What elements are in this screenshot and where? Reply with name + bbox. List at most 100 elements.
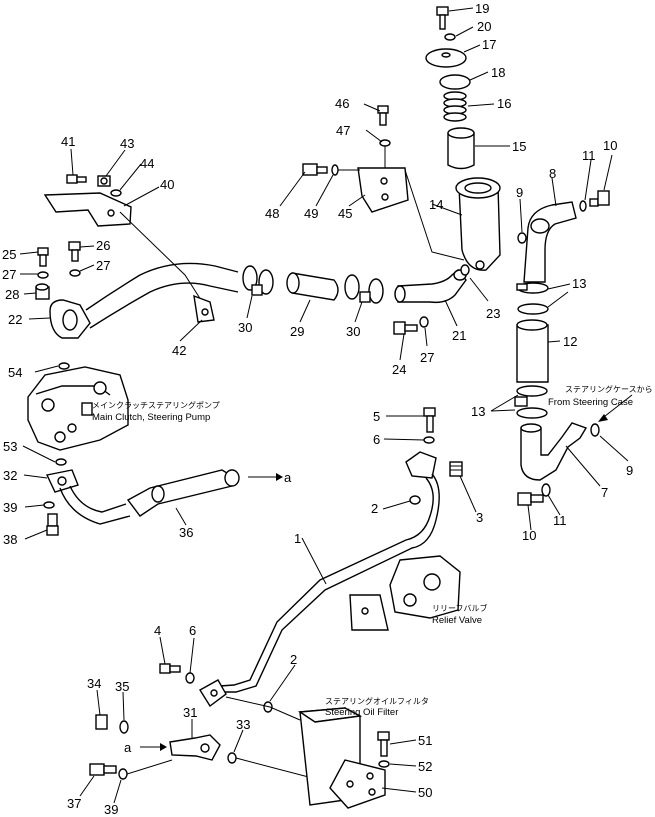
bolt-24 bbox=[393, 321, 418, 335]
hose-clamp-13-bottom bbox=[514, 385, 548, 419]
callout-31: 31 bbox=[183, 705, 197, 720]
callout-18: 18 bbox=[491, 65, 505, 80]
washer-44 bbox=[110, 189, 122, 197]
callout-11-top: 11 bbox=[582, 148, 596, 163]
callout-30-right: 30 bbox=[346, 324, 360, 339]
callout-33: 33 bbox=[236, 717, 250, 732]
arrow-a-right bbox=[248, 473, 283, 481]
callout-labels: 19 20 17 18 16 15 46 47 41 43 44 40 14 9… bbox=[2, 1, 633, 817]
callout-28: 28 bbox=[5, 287, 19, 302]
callout-5: 5 bbox=[373, 409, 380, 424]
arrow-marker-right: a bbox=[284, 470, 292, 485]
callout-21: 21 bbox=[452, 328, 466, 343]
arrow-marker-left: a bbox=[124, 740, 132, 755]
bracket-45 bbox=[357, 167, 409, 213]
callout-1: 1 bbox=[294, 531, 301, 546]
callout-14: 14 bbox=[429, 197, 443, 212]
washer-27-left bbox=[37, 271, 49, 279]
pump-label-jp: メインクラッチステアリングポンプ bbox=[92, 400, 220, 410]
washer-6-bottom bbox=[185, 672, 195, 684]
o-ring-9-top bbox=[517, 232, 527, 244]
callout-27-right: 27 bbox=[96, 258, 110, 273]
callout-10-bottom: 10 bbox=[522, 528, 536, 543]
washer-6-top bbox=[423, 436, 435, 444]
cover-17 bbox=[425, 48, 467, 68]
o-ring-9-bottom bbox=[590, 423, 600, 437]
strainer-15 bbox=[447, 127, 475, 170]
callout-27-left: 27 bbox=[2, 267, 16, 282]
bolt-41 bbox=[66, 174, 87, 184]
callout-32: 32 bbox=[3, 468, 17, 483]
bolt-38 bbox=[46, 513, 59, 536]
bolt-10-top bbox=[589, 190, 610, 207]
washer-20 bbox=[444, 33, 456, 41]
hose-12 bbox=[516, 319, 549, 383]
steering-case-label: From Steering Case bbox=[548, 397, 633, 408]
hose-29 bbox=[286, 272, 339, 301]
callout-22: 22 bbox=[8, 312, 22, 327]
callout-29: 29 bbox=[290, 324, 304, 339]
filter-label-jp: ステアリングオイルフィルタ bbox=[325, 696, 429, 706]
callout-9-bottom: 9 bbox=[626, 463, 633, 478]
callout-26: 26 bbox=[96, 238, 110, 253]
callout-27-mid: 27 bbox=[420, 350, 434, 365]
o-ring-23 bbox=[460, 264, 470, 276]
callout-38: 38 bbox=[3, 532, 17, 547]
callout-12: 12 bbox=[563, 334, 577, 349]
washer-39-bottom bbox=[118, 768, 128, 780]
relief-label-jp: リリーフバルブ bbox=[432, 603, 488, 613]
callout-19: 19 bbox=[475, 1, 489, 16]
washer-27-mid bbox=[419, 316, 429, 328]
relief-label: Relief Valve bbox=[432, 615, 482, 626]
callout-47: 47 bbox=[336, 123, 350, 138]
elbow-22 bbox=[49, 299, 91, 339]
callout-36: 36 bbox=[179, 525, 193, 540]
washer-11-bottom bbox=[541, 483, 551, 497]
spring-16 bbox=[443, 91, 467, 122]
callout-16: 16 bbox=[497, 96, 511, 111]
callout-30-left: 30 bbox=[238, 320, 252, 335]
bolt-5 bbox=[423, 407, 436, 433]
callout-6-top: 6 bbox=[373, 432, 380, 447]
bolt-37 bbox=[89, 763, 117, 776]
callout-9-top: 9 bbox=[516, 185, 523, 200]
flange-bottom bbox=[199, 679, 227, 708]
callout-50: 50 bbox=[418, 785, 432, 800]
spacer-28 bbox=[35, 283, 50, 300]
callout-35: 35 bbox=[115, 679, 129, 694]
callout-52: 52 bbox=[418, 759, 432, 774]
washer-27-right bbox=[69, 269, 81, 277]
callout-39-top: 39 bbox=[3, 500, 17, 515]
callout-41: 41 bbox=[61, 134, 75, 149]
pump-body bbox=[27, 366, 129, 451]
bolt-46 bbox=[377, 105, 389, 126]
callout-23: 23 bbox=[486, 306, 500, 321]
callout-4: 4 bbox=[154, 623, 161, 638]
callout-45: 45 bbox=[338, 206, 352, 221]
callout-25: 25 bbox=[2, 247, 16, 262]
bracket-40 bbox=[43, 192, 132, 227]
bolt-51 bbox=[377, 731, 390, 757]
callout-20: 20 bbox=[477, 19, 491, 34]
bolt-4 bbox=[159, 663, 181, 674]
callout-48: 48 bbox=[265, 206, 279, 221]
o-ring-33 bbox=[227, 752, 237, 764]
o-ring-2-top bbox=[409, 495, 421, 505]
pump-label: Main Clutch, Steering Pump bbox=[92, 412, 210, 423]
bolt-25 bbox=[37, 247, 49, 267]
filter-label: Steering Oil Filter bbox=[325, 707, 398, 718]
callout-43: 43 bbox=[120, 136, 134, 151]
bolt-48 bbox=[302, 163, 328, 176]
pipe-1 bbox=[219, 473, 440, 693]
o-ring-35 bbox=[119, 720, 129, 734]
hose-36 bbox=[126, 469, 240, 517]
washer-39-top bbox=[43, 501, 55, 509]
relief-valve bbox=[349, 555, 461, 631]
callout-13-bottom: 13 bbox=[471, 404, 485, 419]
callout-46: 46 bbox=[335, 96, 349, 111]
filler-pipe-14 bbox=[455, 177, 501, 271]
callout-3: 3 bbox=[476, 510, 483, 525]
flange-top bbox=[405, 451, 437, 479]
tube-21 bbox=[394, 269, 467, 304]
callout-17: 17 bbox=[482, 37, 496, 52]
